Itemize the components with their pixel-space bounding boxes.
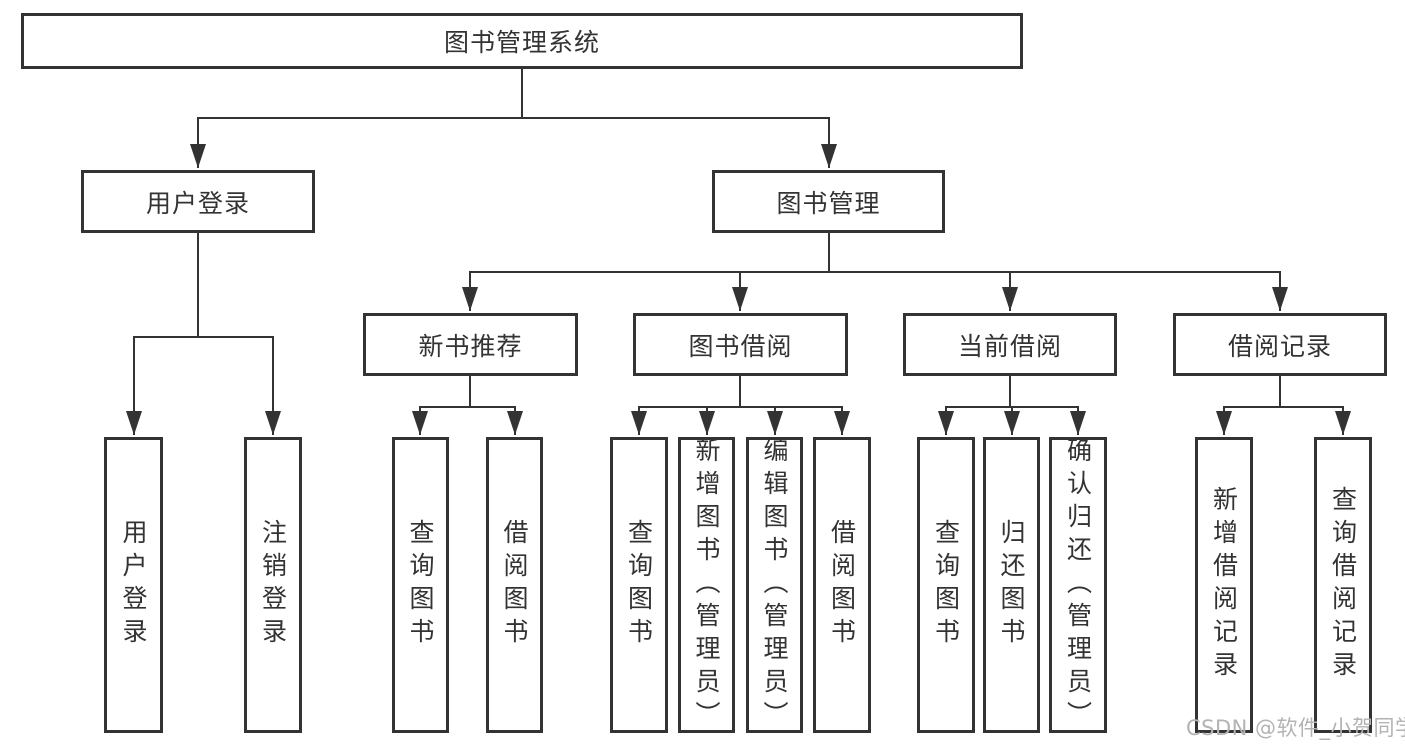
node-current-borrow: 当前借阅 [903, 313, 1117, 376]
node-user-login: 用户登录 [81, 170, 315, 233]
leaf-return-books: 归还图书 [983, 437, 1040, 733]
leaf-add-books-admin: 新增图书（管理员） [678, 437, 735, 734]
node-new-book-recommend-label: 新书推荐 [418, 331, 523, 361]
node-book-management: 图书管理 [712, 170, 945, 233]
node-book-management-label: 图书管理 [776, 188, 881, 218]
leaf-query-books-recommend: 查询图书 [392, 437, 449, 733]
node-root-label: 图书管理系统 [443, 28, 600, 57]
leaf-edit-books-admin: 编辑图书（管理员） [746, 437, 803, 734]
leaf-logout: 注销登录 [244, 437, 302, 733]
leaf-query-borrow-record: 查询借阅记录 [1314, 437, 1372, 733]
node-book-borrow-label: 图书借阅 [688, 331, 793, 361]
leaf-confirm-return-admin: 确认归还（管理员） [1049, 437, 1107, 734]
leaf-borrow-books: 借阅图书 [813, 437, 871, 733]
node-new-book-recommend: 新书推荐 [363, 313, 578, 376]
leaf-query-books-current: 查询图书 [917, 437, 975, 733]
node-current-borrow-label: 当前借阅 [957, 331, 1062, 361]
csdn-watermark: CSDN @软件_小贺同学 [1186, 716, 1405, 740]
node-root: 图书管理系统 [21, 13, 1023, 69]
leaf-user-login: 用户登录 [104, 437, 163, 733]
node-user-login-label: 用户登录 [145, 188, 250, 218]
leaf-query-books-borrow: 查询图书 [610, 437, 668, 733]
leaf-borrow-books-recommend: 借阅图书 [486, 437, 543, 733]
node-borrow-records: 借阅记录 [1173, 313, 1387, 376]
node-borrow-records-label: 借阅记录 [1227, 331, 1332, 361]
leaf-add-borrow-record: 新增借阅记录 [1195, 437, 1253, 733]
node-book-borrow: 图书借阅 [633, 313, 848, 376]
